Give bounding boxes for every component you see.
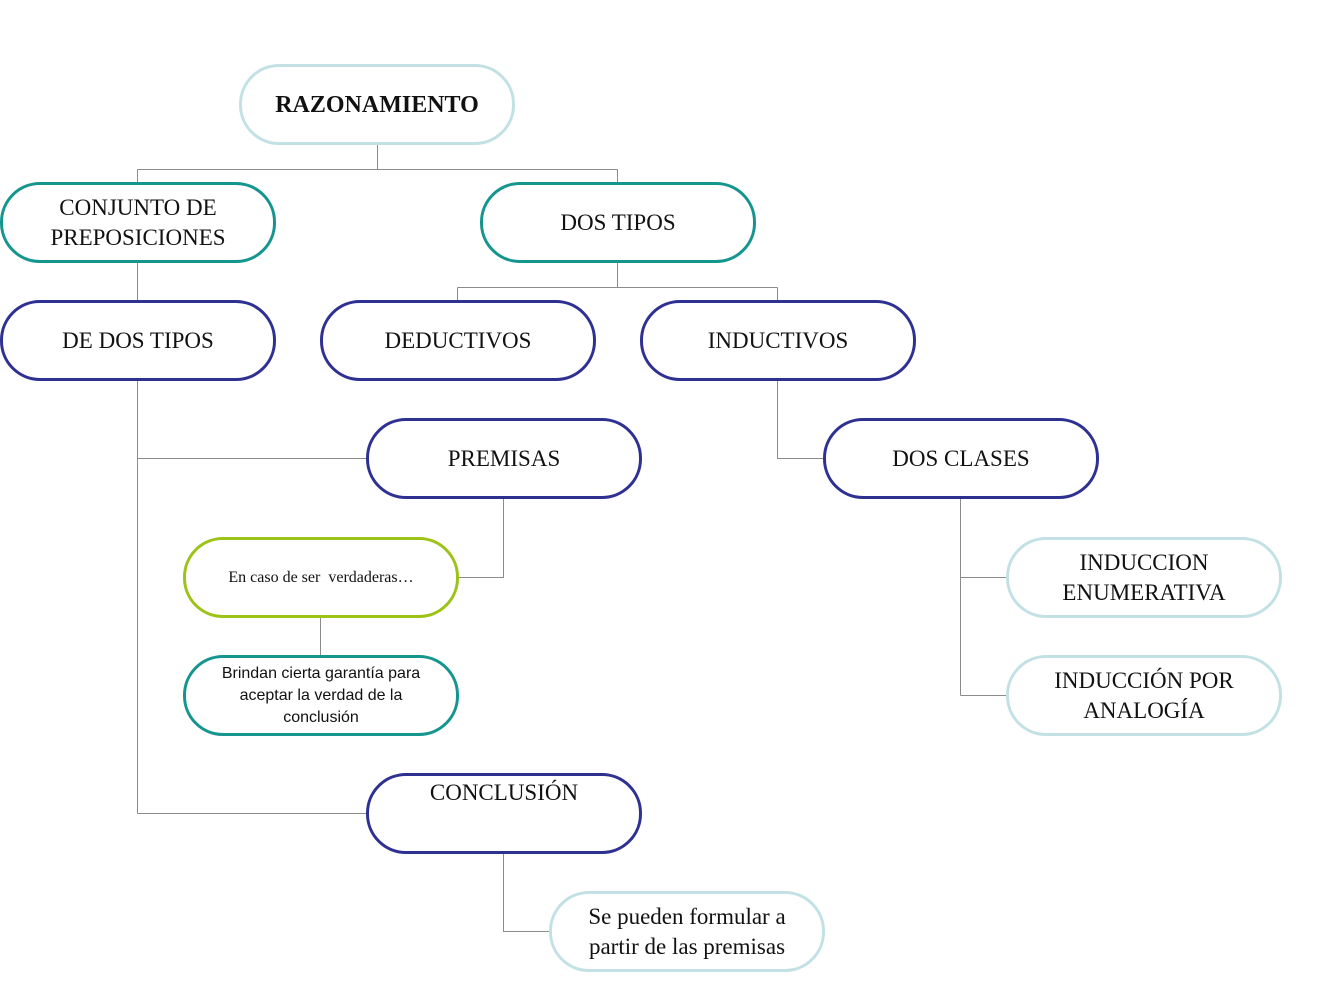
connector-dos-clases: [960, 498, 1006, 696]
connector-premisas: [457, 498, 504, 578]
node-se-pueden-formular: Se pueden formular a partir de las premi…: [549, 891, 825, 972]
node-razonamiento-label: RAZONAMIENTO: [275, 91, 479, 118]
node-deductivos: DEDUCTIVOS: [320, 300, 596, 381]
node-dos-clases-label: DOS CLASES: [892, 445, 1030, 471]
node-dos-tipos-label: DOS TIPOS: [560, 209, 676, 235]
node-inductivos-label: INDUCTIVOS: [707, 327, 849, 353]
node-brindan-cierta-garantia: Brindan cierta garantía para aceptar la …: [183, 655, 459, 736]
connector-dos-tipos: [457, 262, 778, 301]
node-induccion-por-analogia: INDUCCIÓN POR ANALOGÍA: [1006, 655, 1282, 736]
node-de-dos-tipos-label: DE DOS TIPOS: [62, 327, 214, 353]
node-dos-tipos: DOS TIPOS: [480, 182, 756, 263]
node-deductivos-label: DEDUCTIVOS: [384, 327, 532, 353]
node-en-caso-label: En caso de ser verdaderas…: [228, 568, 414, 586]
node-induccion-analogia-label: INDUCCIÓN POR ANALOGÍA: [1054, 667, 1234, 723]
node-brindan-label: Brindan cierta garantía para aceptar la …: [221, 664, 421, 726]
node-razonamiento: RAZONAMIENTO: [239, 64, 515, 145]
node-en-caso-de-ser-verdaderas: En caso de ser verdaderas…: [183, 537, 459, 618]
node-conclusion: CONCLUSIÓN: [366, 773, 642, 854]
node-inductivos: INDUCTIVOS: [640, 300, 916, 381]
node-induccion-enumerativa-label: INDUCCION ENUMERATIVA: [1062, 549, 1226, 605]
node-dos-clases: DOS CLASES: [823, 418, 1099, 499]
connector-conclusion: [503, 853, 549, 932]
connector-razonamiento: [137, 144, 618, 183]
node-induccion-enumerativa: INDUCCION ENUMERATIVA: [1006, 537, 1282, 618]
node-premisas-label: PREMISAS: [447, 445, 561, 471]
connector-inductivos: [777, 380, 823, 459]
node-conclusion-label: CONCLUSIÓN: [429, 780, 579, 805]
connector-de-dos-tipos: [137, 380, 366, 814]
node-premisas: PREMISAS: [366, 418, 642, 499]
node-conjunto-de-preposiciones: CONJUNTO DE PREPOSICIONES: [0, 182, 276, 263]
node-se-pueden-label: Se pueden formular a partir de las premi…: [588, 903, 786, 959]
node-de-dos-tipos: DE DOS TIPOS: [0, 300, 276, 381]
node-conjunto-label: CONJUNTO DE PREPOSICIONES: [50, 194, 226, 250]
